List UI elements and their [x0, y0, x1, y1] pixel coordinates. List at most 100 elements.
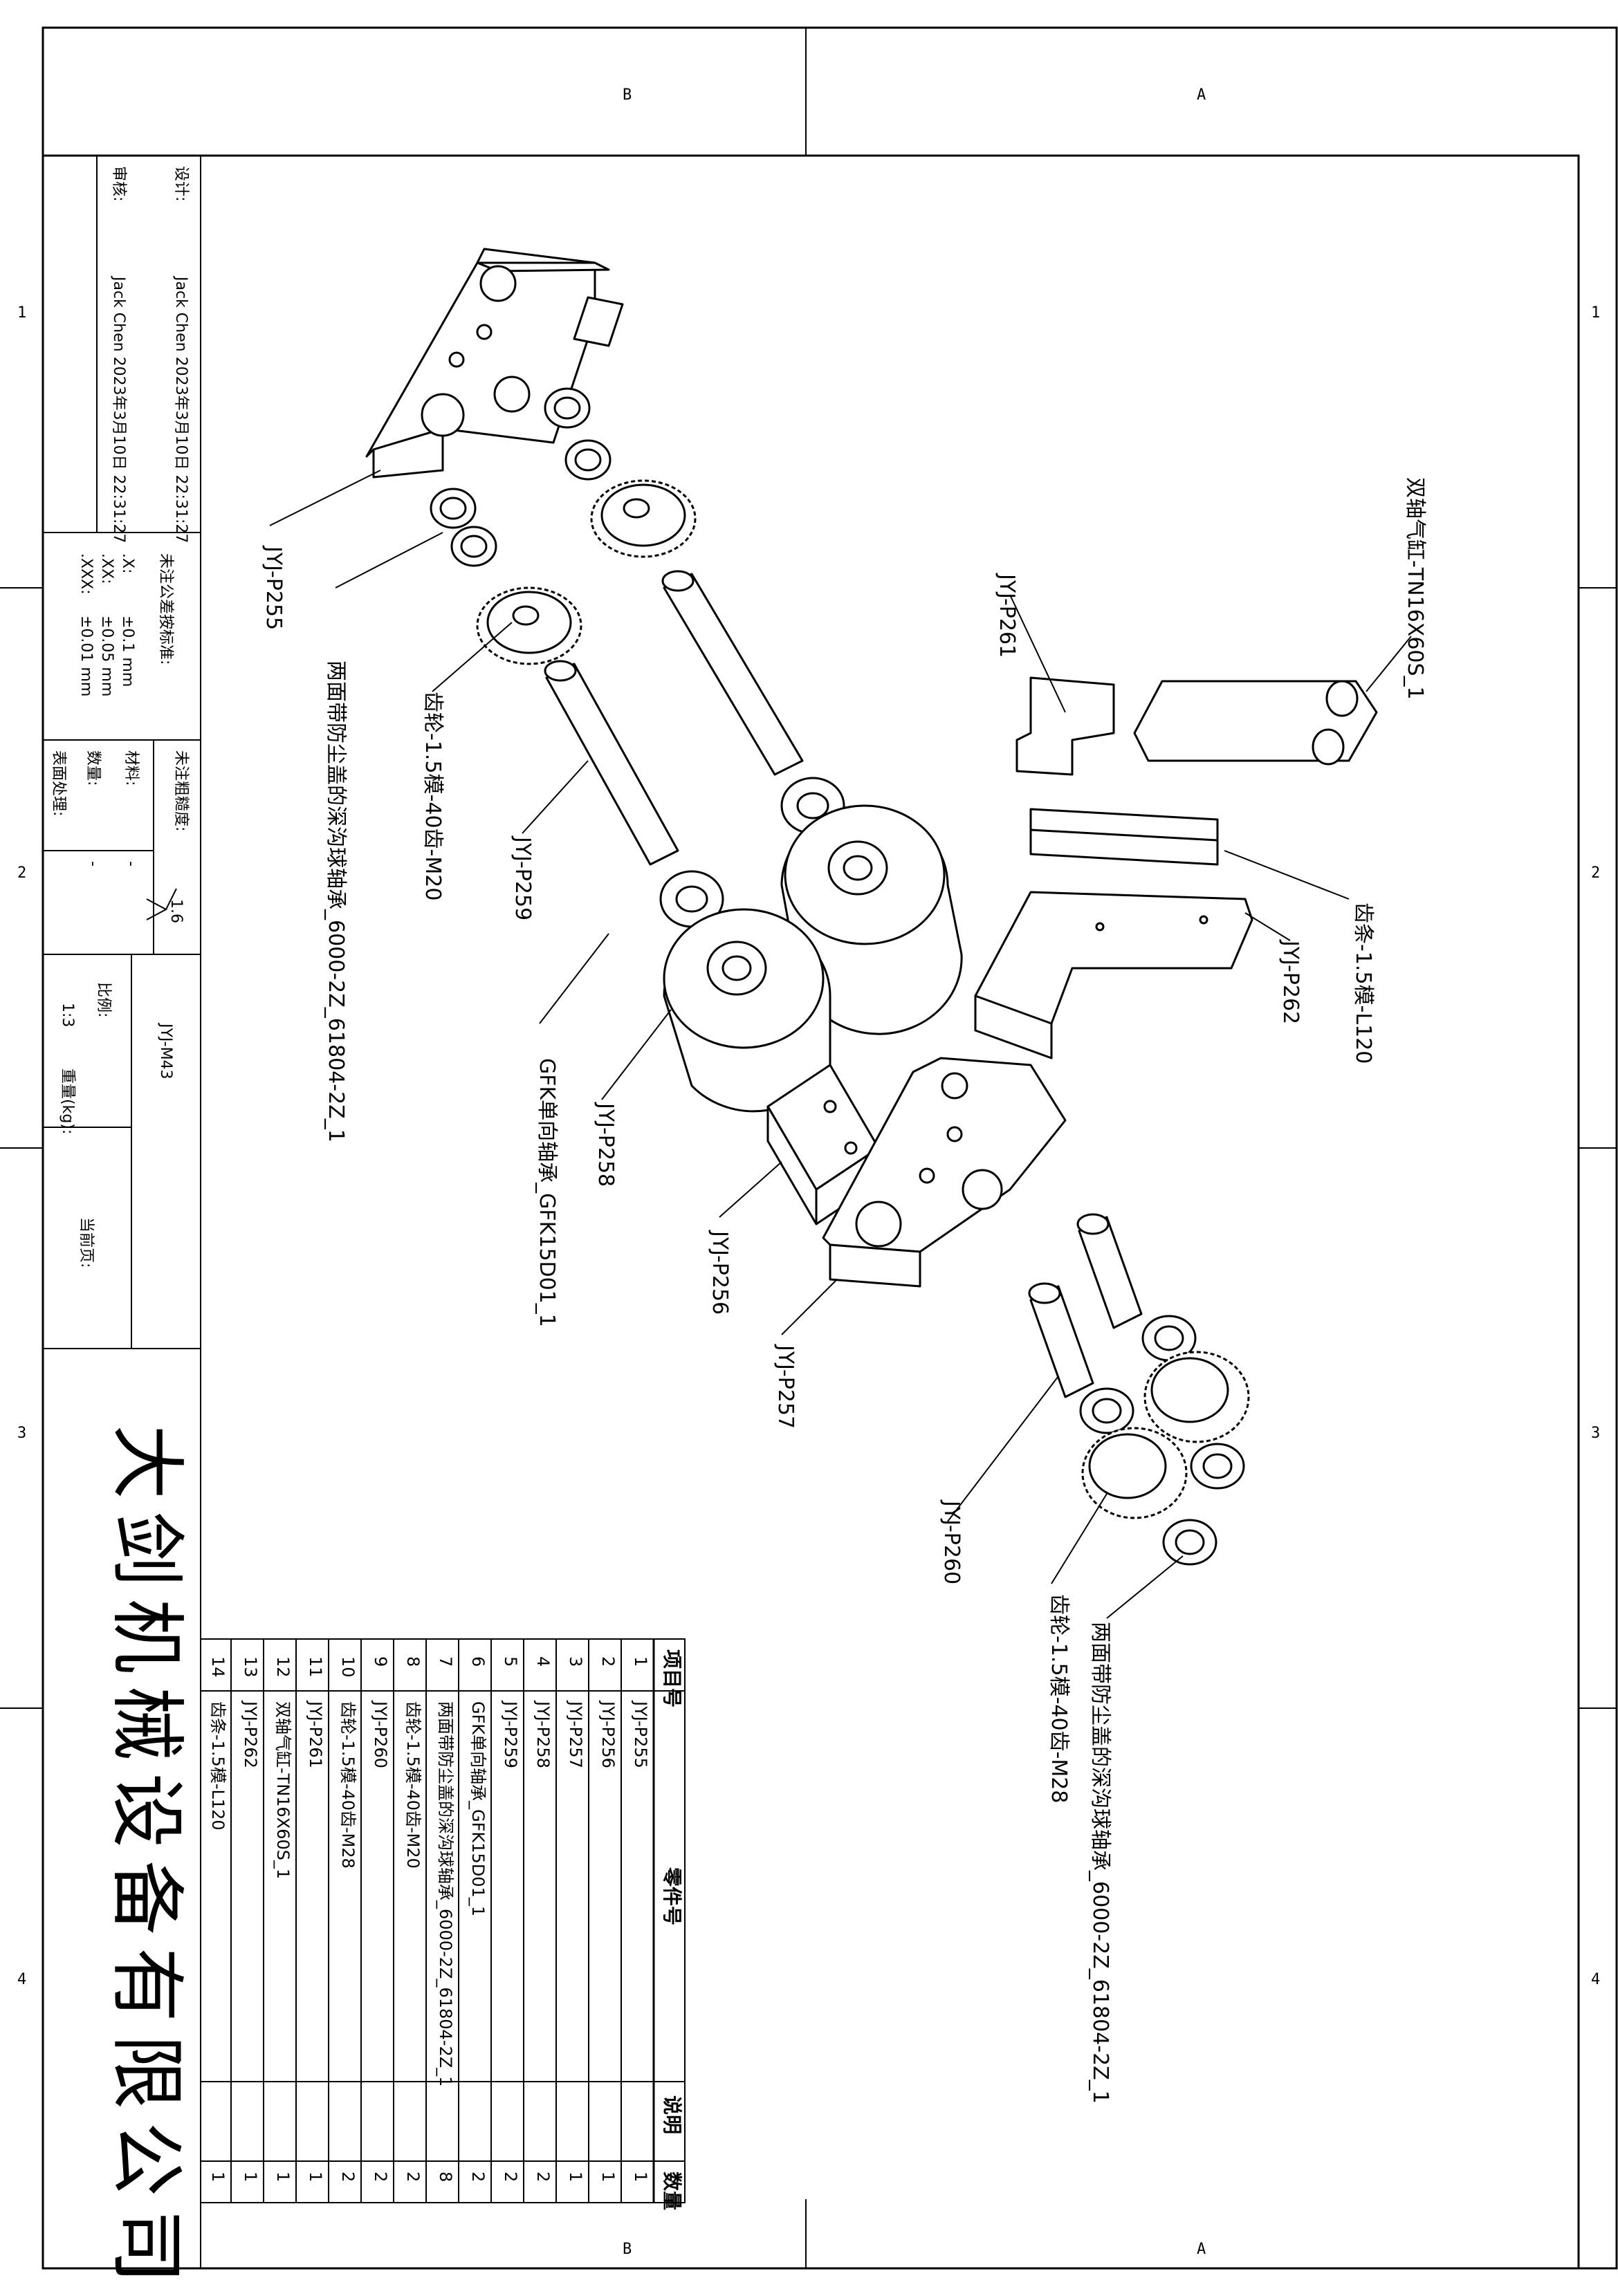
zone-label: A [1197, 86, 1206, 104]
bom-cell-qty: 1 [566, 2172, 585, 2183]
callout-label: 双轴气缸-TN16X60S_1 [1403, 477, 1427, 700]
bom-cell-item: 11 [306, 1656, 325, 1678]
bom-cell-part: 两面带防尘盖的深沟球轴承_6000-2Z_61804-2Z_1 [436, 1701, 455, 2087]
bom-cell-item: 14 [208, 1656, 228, 1678]
reviewer-value: Jack Chen 2023年3月10日 22:31:27 [110, 277, 127, 544]
dash: - [122, 861, 140, 867]
leader-lines [269, 470, 1412, 1619]
zone-label: B [623, 2241, 632, 2258]
bom-cell-part: 齿轮-1.5模-40齿-M28 [338, 1701, 358, 1869]
bom-cell-qty: 2 [501, 2172, 520, 2183]
tolerance-key: .XXX: [77, 553, 95, 595]
scale-value: 1:3 [59, 1003, 76, 1028]
bom-cell-part: 齿轮-1.5模-40齿-M20 [403, 1701, 423, 1869]
tolerance-value: ±0.1 mm [119, 615, 136, 687]
drawing-number: JYJ-M43 [157, 1024, 174, 1080]
bom-cell-item: 1 [631, 1656, 650, 1667]
callout-label: JYJ-P255 [261, 546, 286, 631]
bom-cell-item: 12 [273, 1656, 293, 1678]
callout-label: 齿轮-1.5模-40齿-M20 [421, 692, 445, 901]
bom-cell-qty: 1 [273, 2172, 293, 2183]
zone-label: 3 [17, 1425, 27, 1442]
bom-cell-part: JYJ-P256 [598, 1701, 618, 1768]
part-p261 [1015, 676, 1115, 776]
zone-label: A [1197, 2241, 1206, 2258]
callout-label: GFK单向轴承_GFK15D01_1 [535, 1058, 559, 1327]
roughness-label: 未注粗糙度: [172, 750, 190, 832]
bom-cell-part: JYJ-P260 [371, 1701, 390, 1768]
bom-cell-qty: 1 [241, 2172, 260, 2183]
tolerance-key: .XX: [98, 553, 116, 584]
bom-cell-item: 4 [533, 1656, 553, 1667]
bom-cell-part: JYJ-P258 [533, 1701, 553, 1768]
bom-cell-item: 9 [371, 1656, 390, 1667]
bom-cell-part: JYJ-P255 [631, 1701, 650, 1768]
zone-label: B [623, 86, 632, 104]
bom-cell-part: JYJ-P257 [566, 1701, 585, 1768]
zone-label: 1 [17, 304, 27, 322]
dash: - [84, 861, 102, 867]
drums [659, 777, 963, 1113]
bom-table-frame [200, 1638, 686, 2203]
callout-label: 两面带防尘盖的深沟球轴承_6000-2Z_61804-2Z_1 [1088, 1622, 1112, 2104]
page-label: 当前页: [77, 1217, 95, 1268]
bom-cell-qty: 1 [306, 2172, 325, 2183]
part-p255 [365, 248, 624, 479]
reviewer-label: 审核: [110, 166, 127, 202]
callout-label: 齿轮-1.5模-40齿-M28 [1047, 1594, 1071, 1804]
bom-cell-item: 2 [598, 1656, 618, 1667]
bom-cell-part: JYJ-P259 [501, 1701, 520, 1768]
bom-cell-item: 10 [338, 1656, 358, 1678]
callout-label: JYJ-P258 [594, 1103, 618, 1187]
zone-label: 2 [1591, 864, 1601, 882]
part-p257 [822, 1057, 1067, 1288]
bom-header-part: 零件号 [661, 1867, 683, 1926]
bom-cell-part: JYJ-P261 [306, 1701, 325, 1768]
bom-cell-qty: 1 [208, 2172, 228, 2183]
zone-label: 2 [17, 864, 27, 882]
tolerance-key: .X: [119, 553, 136, 574]
callout-label: 齿条-1.5模-L120 [1351, 902, 1375, 1064]
designer-label: 设计: [172, 166, 190, 202]
callout-label: JYJ-P260 [939, 1501, 964, 1585]
bearings-top [430, 387, 612, 567]
bom-cell-part: 齿条-1.5模-L120 [208, 1701, 228, 1831]
bom-cell-part: 双轴气缸-TN16X60S_1 [273, 1701, 293, 1880]
zone-label: 1 [1591, 304, 1601, 322]
gears-bottom [1028, 1213, 1250, 1566]
quantity-label: 数量: [84, 750, 102, 786]
bom-cell-qty: 2 [533, 2172, 553, 2183]
scale-label: 比例: [95, 982, 112, 1018]
part-p262 [974, 891, 1253, 1059]
bom-cell-qty: 2 [371, 2172, 390, 2183]
cylinder [1133, 680, 1378, 766]
bom-cell-part: GFK单向轴承_GFK15D01_1 [468, 1701, 488, 1917]
bom-cell-item: 6 [468, 1656, 488, 1667]
tolerance-value: ±0.01 mm [77, 615, 95, 697]
bom-cell-qty: 1 [631, 2172, 650, 2183]
surface-label: 表面处理: [50, 750, 67, 817]
bom-cell-qty: 1 [598, 2172, 618, 2183]
rack [1029, 808, 1219, 866]
tolerance-title: 未注公差按标准: [157, 553, 174, 665]
zone-label: 4 [1591, 1971, 1601, 1988]
bom-cell-item: 8 [403, 1656, 423, 1667]
company-name: 大剑机械设备有限公司 [103, 1425, 190, 2296]
shafts-top [544, 570, 804, 866]
bom-cell-qty: 8 [436, 2172, 455, 2183]
zone-label: 4 [17, 1971, 27, 1988]
bom-cell-item: 5 [501, 1656, 520, 1667]
bom-cell-qty: 2 [403, 2172, 423, 2183]
callout-label: JYJ-P256 [708, 1231, 732, 1315]
bom-header-item: 项目号 [661, 1649, 683, 1708]
bom-cell-item: 3 [566, 1656, 585, 1667]
bom-cell-qty: 2 [338, 2172, 358, 2183]
zone-label: 3 [1591, 1425, 1601, 1442]
bom-cell-part: JYJ-P262 [241, 1701, 260, 1768]
tolerance-value: ±0.05 mm [98, 615, 116, 697]
designer-value: Jack Chen 2023年3月10日 22:31:27 [172, 277, 190, 544]
bom-header-qty: 数量 [661, 2172, 683, 2211]
callout-label: JYJ-P262 [1278, 941, 1303, 1025]
bom-header-desc: 说明 [661, 2095, 683, 2135]
